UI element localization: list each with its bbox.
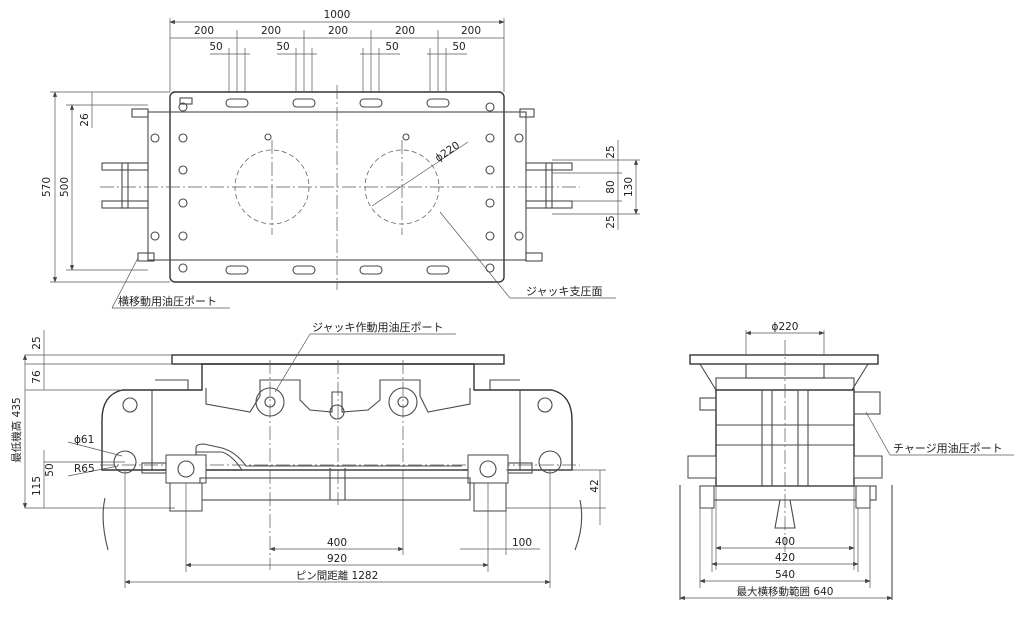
dim-max-range: 最大横移動範囲 640 xyxy=(737,585,834,598)
dim-570: 570 xyxy=(41,177,53,197)
valve-block-right xyxy=(467,454,509,484)
charge-port-block xyxy=(853,391,881,415)
jack-circle-left xyxy=(234,149,310,225)
dim-200-3: 200 xyxy=(328,25,348,37)
side-valve-right xyxy=(853,455,883,479)
slots xyxy=(225,98,450,275)
dim-50-front: 50 xyxy=(44,463,56,476)
dim-25-top: 25 xyxy=(605,145,617,158)
foot-right xyxy=(473,482,507,512)
dim-420: 420 xyxy=(775,552,795,564)
label-lateral-port: 横移動用油圧ポート xyxy=(118,294,217,308)
dim-500: 500 xyxy=(59,177,71,197)
side-view: ϕ220 400 420 540 最大横移動範囲 640 チャージ用油圧ポート xyxy=(679,321,1014,601)
dim-phi220-top: ϕ220 xyxy=(433,139,462,164)
jack-circle-right xyxy=(364,149,440,225)
front-view: 25 76 最低機高 435 50 115 ϕ61 R65 42 400 920… xyxy=(10,320,606,588)
dim-25-bottom: 25 xyxy=(605,215,617,228)
label-jack-port: ジャッキ作動用油圧ポート xyxy=(312,320,443,334)
dim-25-front: 25 xyxy=(31,336,43,349)
dim-phi220-side: ϕ220 xyxy=(772,321,799,333)
label-charge-port: チャージ用油圧ポート xyxy=(893,441,1003,455)
dim-400-front: 400 xyxy=(327,537,347,549)
dim-115: 115 xyxy=(31,476,43,496)
dim-r65: R65 xyxy=(74,463,95,475)
dim-1000: 1000 xyxy=(324,9,351,21)
bottom-rail xyxy=(199,477,471,501)
dim-200-4: 200 xyxy=(395,25,415,37)
dim-50-4: 50 xyxy=(452,41,465,53)
dim-pin-distance: ピン間距離 1282 xyxy=(296,569,379,582)
dim-540: 540 xyxy=(775,569,795,581)
dim-26: 26 xyxy=(79,113,91,127)
label-jack-surface: ジャッキ支圧面 xyxy=(526,285,602,298)
dim-50-1: 50 xyxy=(209,41,222,53)
hole-right-top xyxy=(537,397,553,413)
hole-left-top xyxy=(122,397,138,413)
side-top-plate xyxy=(689,354,879,365)
front-body xyxy=(101,363,573,471)
dim-130: 130 xyxy=(623,177,635,197)
dim-200-5: 200 xyxy=(461,25,481,37)
top-view: 1000 200 200 200 200 200 50 50 50 50 570… xyxy=(41,9,640,309)
dim-42: 42 xyxy=(589,479,601,492)
dim-min-height: 最低機高 435 xyxy=(10,397,23,462)
dim-400-side: 400 xyxy=(775,536,795,548)
dim-100: 100 xyxy=(512,537,532,549)
dim-50-3: 50 xyxy=(385,41,398,53)
dim-50-2: 50 xyxy=(276,41,289,53)
dim-80: 80 xyxy=(605,180,617,193)
dim-200-1: 200 xyxy=(194,25,214,37)
dim-200-2: 200 xyxy=(261,25,281,37)
side-pins xyxy=(101,162,573,209)
dim-76: 76 xyxy=(31,370,43,384)
side-valve-left xyxy=(687,455,717,479)
jack-cylinder-left xyxy=(255,387,285,417)
dim-920: 920 xyxy=(327,553,347,565)
hydraulic-ports xyxy=(131,97,543,262)
dim-phi61: ϕ61 xyxy=(74,434,94,446)
jack-cylinder-right xyxy=(388,387,418,417)
